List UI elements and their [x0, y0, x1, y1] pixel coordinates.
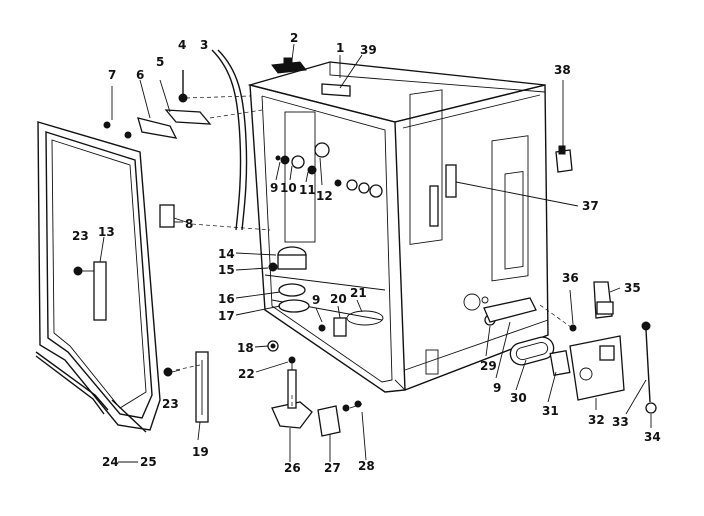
callout-16: 16: [218, 292, 235, 306]
callout-35: 35: [624, 281, 641, 295]
part-3-strip: [211, 49, 248, 231]
part-37: [429, 164, 457, 227]
part-39: [321, 83, 351, 97]
callout-36: 36: [562, 271, 579, 285]
part-12-hardware: [334, 179, 383, 198]
callout-37: 37: [582, 199, 599, 213]
callout-34: 34: [644, 430, 661, 444]
callout-21: 21: [350, 286, 367, 300]
part-23-screws: [73, 266, 181, 377]
callout-20: 20: [330, 292, 347, 306]
callout-14: 14: [218, 247, 235, 261]
callout-19: 19: [192, 445, 209, 459]
door-assembly: [35, 121, 161, 433]
part-19-hinge-arm: [195, 351, 209, 423]
part-34-nut: [645, 402, 657, 414]
part-16-17: [278, 283, 310, 313]
part-26-hinge: [271, 369, 313, 429]
part-20: [333, 317, 347, 337]
callout-29: 29: [480, 359, 497, 373]
callout-31: 31: [542, 404, 559, 418]
callout-9-lower: 9: [493, 381, 501, 395]
callout-24: 24: [102, 455, 119, 469]
callout-22: 22: [238, 367, 255, 381]
callout-2: 2: [290, 31, 298, 45]
part-32-latch: [569, 335, 625, 401]
callout-25: 25: [140, 455, 157, 469]
part-2: [271, 57, 307, 74]
part-33-rod: [641, 321, 651, 403]
callout-4: 4: [178, 38, 186, 52]
callout-38: 38: [554, 63, 571, 77]
part-31: [549, 350, 571, 376]
callout-12: 12: [316, 189, 333, 203]
part-30-handle: [509, 336, 555, 366]
part-15: [268, 262, 278, 272]
callout-15: 15: [218, 263, 235, 277]
dishwasher-tub: [247, 61, 549, 393]
callout-7: 7: [108, 68, 116, 82]
part-4-screw: [178, 70, 188, 103]
callout-3: 3: [200, 38, 208, 52]
callout-33: 33: [612, 415, 629, 429]
part-7-screw: [103, 86, 113, 129]
part-18-nut: [267, 340, 279, 352]
callout-32: 32: [588, 413, 605, 427]
part-5-6-brackets: [124, 109, 212, 139]
callout-9-middle: 9: [312, 293, 320, 307]
callout-labels: 1 2 3 4 5 6 7 8 9 10 11 12 13 14 15 16 1…: [72, 31, 661, 475]
part-9-10-11-hardware: [275, 142, 330, 175]
part-35: [593, 281, 614, 319]
callout-1: 1: [336, 41, 344, 55]
part-38: [555, 145, 573, 173]
part-29: [483, 297, 537, 326]
callout-28: 28: [358, 459, 375, 473]
callout-30: 30: [510, 391, 527, 405]
callout-6: 6: [136, 68, 144, 82]
part-27-hinge: [317, 405, 341, 437]
callout-5: 5: [156, 55, 164, 69]
callout-10: 10: [280, 181, 297, 195]
part-36: [569, 324, 577, 332]
callout-17: 17: [218, 309, 235, 323]
callout-8: 8: [185, 217, 193, 231]
callout-39: 39: [360, 43, 377, 57]
callout-26: 26: [284, 461, 301, 475]
callout-23-door: 23: [72, 229, 89, 243]
callout-27: 27: [324, 461, 341, 475]
part-28-screws: [342, 400, 363, 412]
part-8-latch: [159, 204, 193, 228]
callout-13: 13: [98, 225, 115, 239]
part-9-screw-b: [318, 324, 326, 332]
callout-18: 18: [237, 341, 254, 355]
assembly-guides: [175, 95, 576, 408]
callout-23-lower: 23: [162, 397, 179, 411]
callout-9-top: 9: [270, 181, 278, 195]
callout-11: 11: [299, 183, 316, 197]
leader-lines: [99, 43, 652, 463]
part-14-pump: [277, 246, 307, 270]
